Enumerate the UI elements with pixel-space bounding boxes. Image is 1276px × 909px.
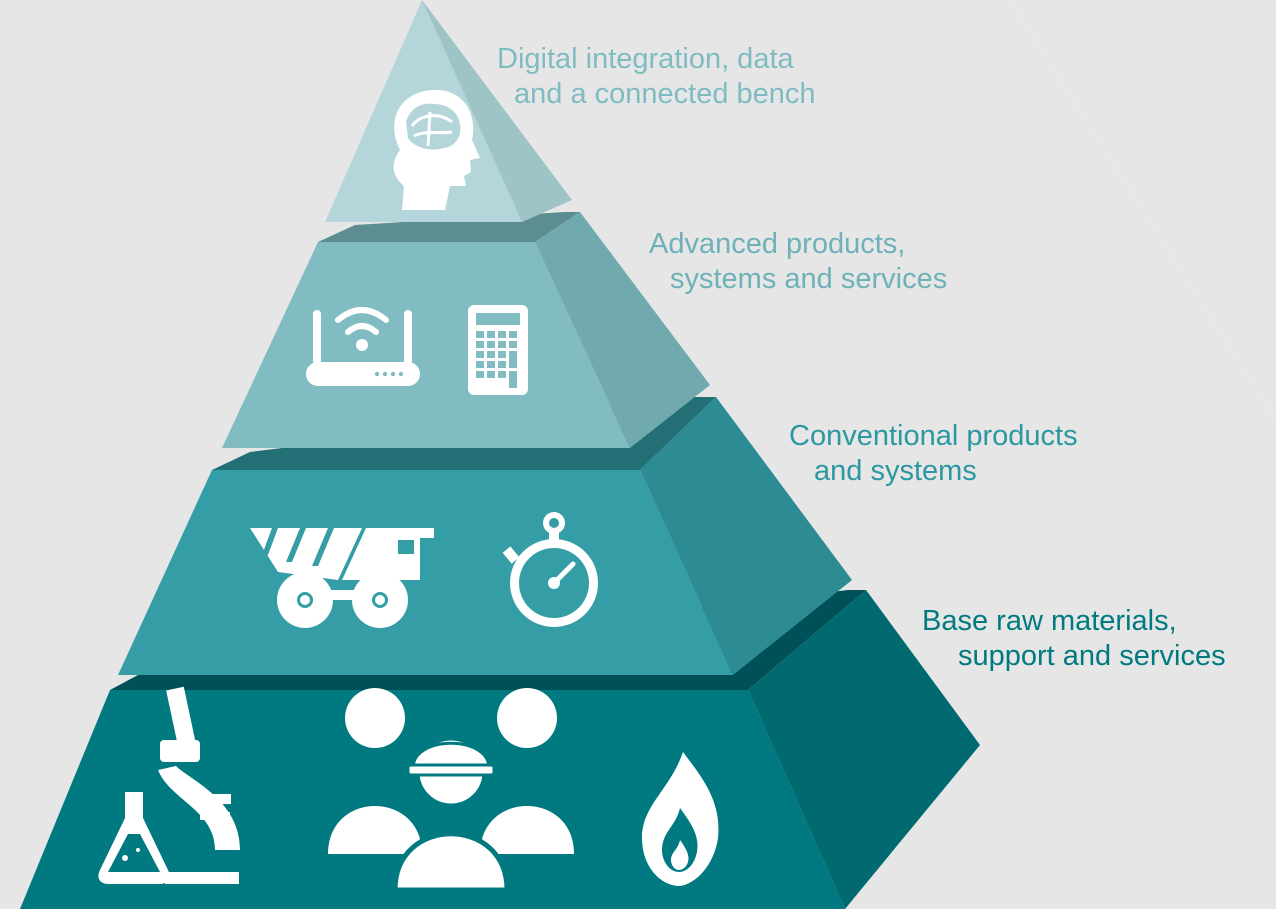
tier-second-side [535, 212, 710, 448]
tier-second-front [222, 242, 630, 448]
dump-truck-icon [250, 528, 434, 628]
tier-base-label: Base raw materials, support and services [922, 604, 1226, 674]
tier-second-label-line1: Advanced products, [649, 228, 906, 260]
tier-top-label-line1: Digital integration, data [497, 43, 794, 75]
tier-second-label: Advanced products, systems and services [649, 227, 947, 297]
brain-head-icon [393, 89, 480, 210]
stopwatch-icon [502, 512, 598, 627]
tier-base-label-line1: Base raw materials, [922, 605, 1177, 637]
tier-third-side [640, 397, 852, 675]
tier-top-label: Digital integration, data and a connecte… [497, 42, 816, 112]
tier-third-front [118, 470, 733, 675]
tier-base-side [748, 590, 980, 909]
microscope-icon [98, 686, 240, 884]
workers-icon [328, 688, 574, 893]
tier-second-label-line2: systems and services [670, 263, 948, 295]
tier-top-label-line2: and a connected bench [514, 78, 816, 110]
tier-third-label-line1: Conventional products [789, 420, 1078, 452]
tier-third-label: Conventional products and systems [789, 419, 1078, 489]
calculator-icon [468, 305, 528, 395]
flame-icon [642, 752, 719, 886]
tier-top-side [422, 0, 572, 222]
tier-third-label-line2: and systems [814, 455, 977, 487]
wifi-router-icon [306, 307, 420, 386]
tier-base-label-line2: support and services [958, 640, 1226, 672]
tier-third [118, 397, 852, 675]
